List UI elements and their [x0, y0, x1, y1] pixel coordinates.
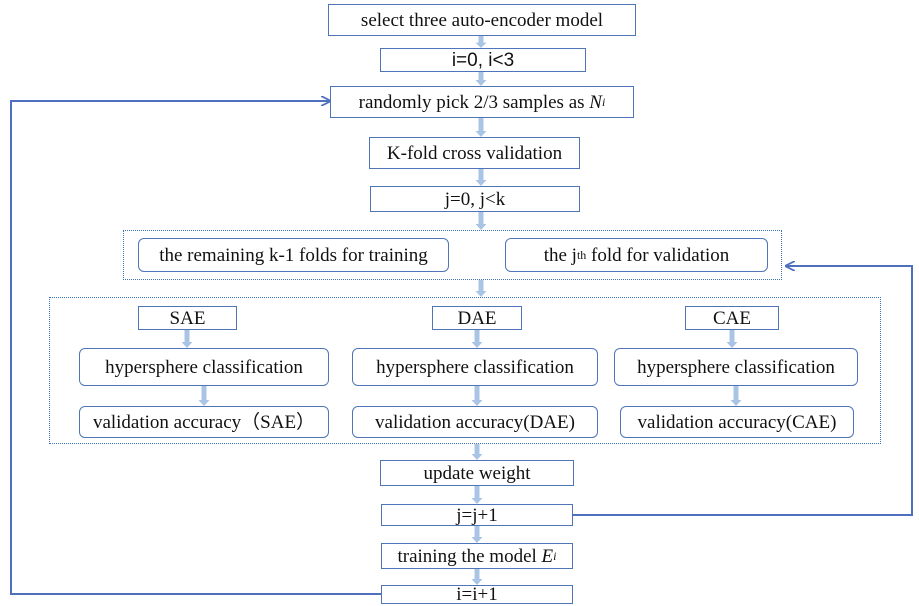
sae-box: SAE — [138, 306, 237, 330]
down-arrow-7 — [471, 330, 483, 348]
remaining-folds-label: the remaining k-1 folds for training — [159, 244, 428, 266]
j-increment-label: j=j+1 — [456, 504, 498, 526]
hypersphere-sae-box: hypersphere classification — [79, 348, 329, 386]
update-weight-label: update weight — [423, 462, 531, 484]
dae-box: DAE — [432, 306, 522, 330]
accuracy-cae-box: validation accuracy(CAE) — [620, 406, 854, 438]
train-model-label: training the model — [397, 545, 542, 567]
update-weight-box: update weight — [380, 460, 574, 486]
j-loop-arrow — [573, 266, 913, 516]
down-arrows — [181, 36, 742, 585]
jth-fold-sub: th — [576, 248, 587, 262]
j-init-label: j=0, j<k — [444, 188, 506, 210]
down-arrow-8 — [726, 330, 738, 348]
sae-label: SAE — [169, 307, 206, 329]
train-model-var: E — [541, 545, 554, 567]
down-arrow-12 — [471, 444, 483, 460]
j-init-box: j=0, j<k — [370, 186, 580, 212]
accuracy-sae-label: validation accuracy（SAE） — [92, 411, 316, 433]
jth-fold-suffix: fold for validation — [586, 244, 730, 266]
random-pick-var: N — [589, 91, 602, 113]
hypersphere-cae-box: hypersphere classification — [614, 348, 858, 386]
hypersphere-sae-label: hypersphere classification — [105, 356, 303, 378]
down-arrow-10 — [471, 386, 483, 406]
down-arrow-11 — [730, 386, 742, 406]
random-pick-sub: i — [601, 95, 606, 109]
train-model-sub: i — [553, 549, 557, 563]
accuracy-dae-box: validation accuracy(DAE) — [352, 406, 598, 438]
remaining-folds-box: the remaining k-1 folds for training — [138, 238, 449, 272]
j-increment-box: j=j+1 — [381, 504, 573, 526]
select-models-box: select three auto-encoder model — [328, 4, 636, 36]
kfold-label: K-fold cross validation — [386, 142, 563, 164]
i-increment-box: i=i+1 — [381, 585, 573, 604]
down-arrow-3 — [475, 169, 487, 186]
jth-fold-prefix: the j — [543, 244, 577, 266]
hypersphere-dae-box: hypersphere classification — [352, 348, 598, 386]
fold-split-group — [123, 230, 782, 280]
down-arrow-13 — [471, 486, 483, 504]
down-arrow-4 — [475, 212, 487, 230]
down-arrow-15 — [471, 569, 483, 585]
i-init-box: i=0, i<3 — [380, 48, 586, 72]
accuracy-cae-label: validation accuracy(CAE) — [637, 411, 837, 433]
select-models-label: select three auto-encoder model — [360, 9, 604, 31]
cae-box: CAE — [685, 306, 779, 330]
i-init-label: i=0, i<3 — [451, 49, 515, 71]
cae-label: CAE — [713, 307, 751, 329]
down-arrow-2 — [475, 118, 487, 137]
down-arrow-6 — [181, 330, 193, 348]
kfold-box: K-fold cross validation — [369, 137, 580, 169]
hypersphere-cae-label: hypersphere classification — [637, 356, 835, 378]
random-pick-label: randomly pick 2/3 samples as — [358, 91, 590, 113]
model-evaluation-group — [49, 297, 881, 444]
down-arrow-0 — [475, 36, 487, 48]
down-arrow-14 — [471, 526, 483, 543]
down-arrow-9 — [198, 386, 210, 406]
i-increment-label: i=i+1 — [456, 584, 498, 605]
down-arrow-5 — [475, 280, 487, 297]
dae-label: DAE — [457, 307, 497, 329]
hypersphere-dae-label: hypersphere classification — [376, 356, 574, 378]
down-arrow-1 — [475, 72, 487, 86]
i-loop-arrow — [10, 101, 381, 595]
accuracy-sae-box: validation accuracy（SAE） — [79, 406, 329, 438]
accuracy-dae-label: validation accuracy(DAE) — [375, 411, 575, 433]
